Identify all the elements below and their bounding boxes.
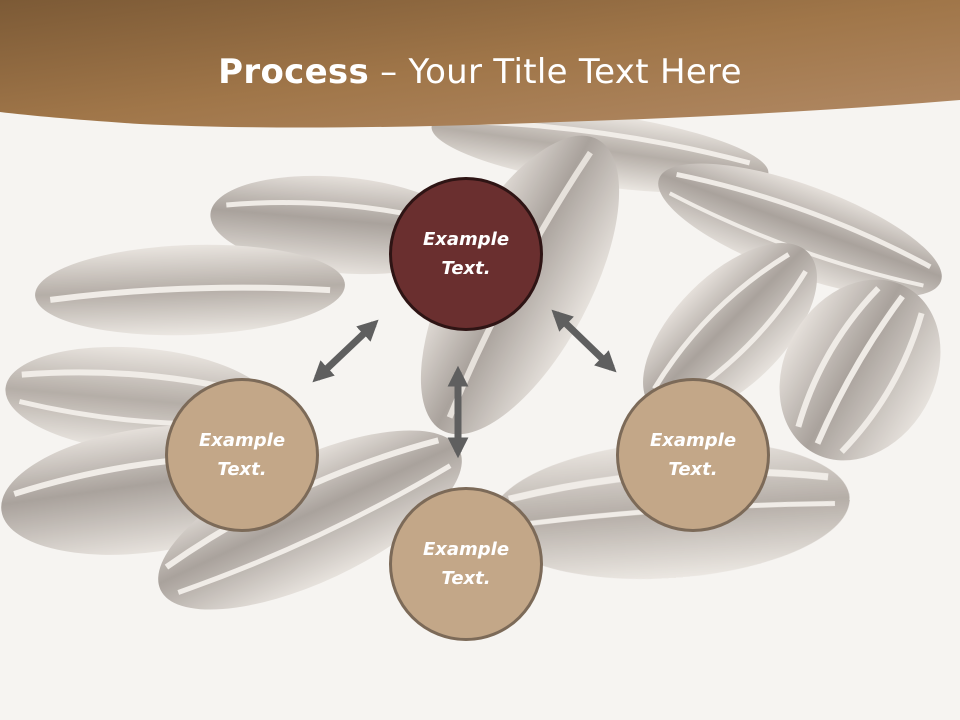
title-bold: Process	[218, 52, 370, 92]
process-circle-top[interactable]: Example Text.	[389, 177, 543, 331]
circle-top-text: Example Text.	[422, 229, 510, 279]
process-circle-bottom[interactable]: Example Text.	[389, 487, 543, 641]
double-arrow-right-icon	[551, 309, 617, 373]
slide-title: Process – Your Title Text Here	[0, 52, 960, 92]
circle-bottom-text: Example Text.	[422, 539, 510, 589]
header-band	[0, 0, 960, 128]
process-circle-left[interactable]: Example Text.	[165, 378, 319, 532]
title-rest: – Your Title Text Here	[369, 52, 742, 92]
process-circle-right[interactable]: Example Text.	[616, 378, 770, 532]
double-arrow-left-icon	[312, 319, 379, 383]
circle-left-text: Example Text.	[198, 430, 286, 480]
circle-right-text: Example Text.	[649, 430, 737, 480]
